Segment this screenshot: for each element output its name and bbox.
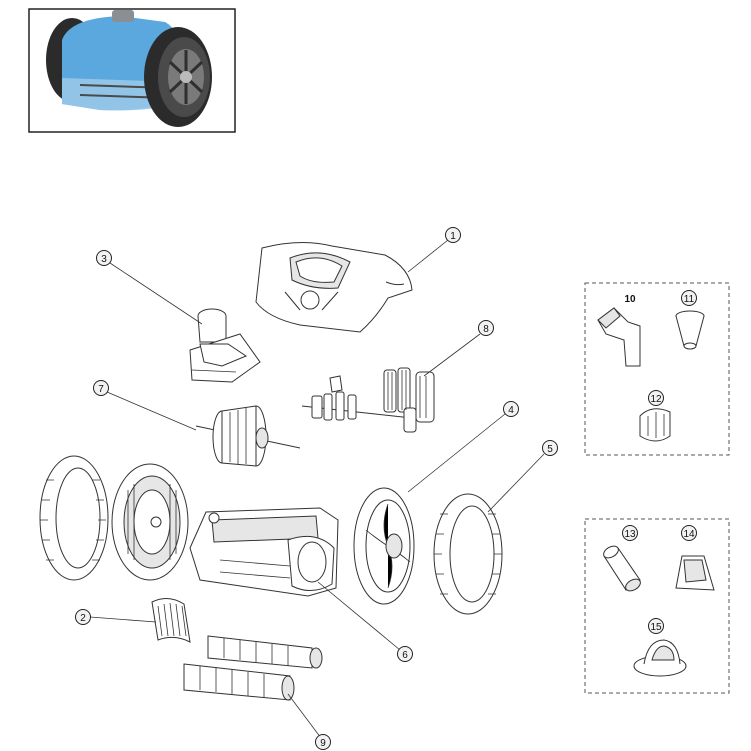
svg-text:9: 9 xyxy=(320,738,326,749)
part-2-brush-piece xyxy=(151,598,191,643)
part-5-right-tire xyxy=(433,493,503,615)
product-thumbnail xyxy=(28,8,236,133)
callout-2: 2 xyxy=(75,609,91,625)
accessory-box-upper xyxy=(584,282,730,456)
part-left-wheel xyxy=(111,463,189,581)
callout-4: 4 xyxy=(503,401,519,417)
label-10: 10 xyxy=(624,294,636,305)
svg-text:15: 15 xyxy=(650,622,662,633)
part-3-swivel-elbow xyxy=(189,308,261,383)
svg-text:7: 7 xyxy=(98,384,104,395)
callout-5: 5 xyxy=(542,440,558,456)
part-12-clip xyxy=(639,408,671,442)
svg-text:4: 4 xyxy=(508,405,514,416)
part-left-tire xyxy=(39,455,109,581)
callout-14: 14 xyxy=(681,525,697,541)
part-10-hose-swivel xyxy=(597,307,641,367)
callout-1: 1 xyxy=(445,227,461,243)
svg-text:6: 6 xyxy=(402,650,408,661)
callout-6: 6 xyxy=(397,646,413,662)
part-15-disc-cap xyxy=(633,639,687,677)
svg-text:8: 8 xyxy=(483,324,489,335)
svg-text:12: 12 xyxy=(650,394,662,405)
part-11-cone xyxy=(675,310,705,350)
part-8-gear-train xyxy=(301,367,435,433)
svg-text:2: 2 xyxy=(80,613,86,624)
part-4-right-wheel xyxy=(353,487,415,605)
leader-lines xyxy=(89,239,545,739)
svg-text:11: 11 xyxy=(684,294,695,305)
callout-8: 8 xyxy=(478,320,494,336)
accessory-box-lower xyxy=(584,518,730,694)
part-1-top-cover xyxy=(255,241,413,333)
part-6-chassis xyxy=(189,507,339,597)
callout-7: 7 xyxy=(93,380,109,396)
part-7-axle-drum xyxy=(195,405,301,467)
callout-11: 11 xyxy=(681,290,697,306)
callout-12: 12 xyxy=(648,390,664,406)
svg-text:14: 14 xyxy=(683,529,695,540)
svg-text:3: 3 xyxy=(101,254,107,265)
callout-3: 3 xyxy=(96,250,112,266)
part-13-hose-connector xyxy=(603,545,641,592)
part-14-holder xyxy=(675,555,715,591)
callout-9: 9 xyxy=(315,734,331,750)
svg-text:13: 13 xyxy=(624,529,636,540)
svg-text:1: 1 xyxy=(450,231,456,242)
callout-15: 15 xyxy=(648,618,664,634)
svg-text:5: 5 xyxy=(547,444,553,455)
part-9-brush-rollers xyxy=(183,635,323,701)
callout-13: 13 xyxy=(622,525,638,541)
